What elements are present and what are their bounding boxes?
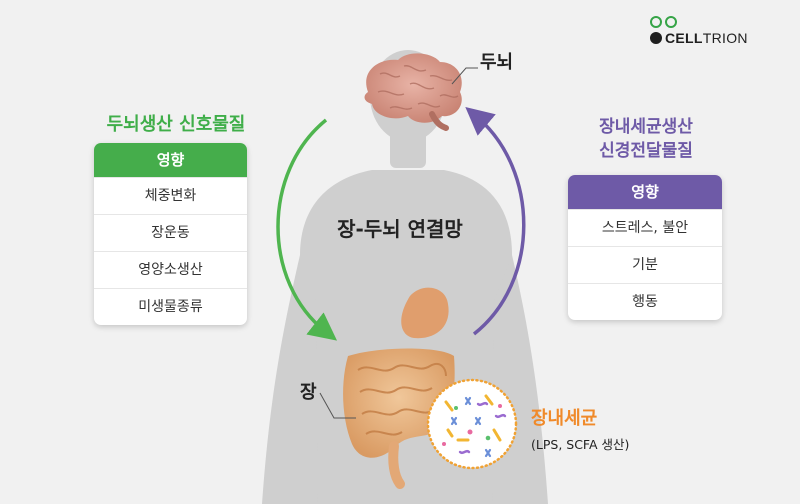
brain-illustration xyxy=(364,53,462,131)
logo-rings xyxy=(650,16,782,28)
microbe-label: 장내세균 xyxy=(531,408,598,429)
left-card-header: 영향 xyxy=(94,143,247,177)
bacteria-circle xyxy=(426,378,518,470)
brain-label: 두뇌 xyxy=(480,52,514,73)
right-card-item: 스트레스, 불안 xyxy=(568,209,722,246)
logo-ring-icon xyxy=(665,16,677,28)
right-panel-title-line: 신경전달물질 xyxy=(599,141,693,161)
right-card-header: 영향 xyxy=(568,175,722,209)
microbe-sublabel: (LPS, SCFA 생산) xyxy=(531,437,630,452)
gut-pointer xyxy=(319,392,356,419)
logo-ring-icon xyxy=(650,16,662,28)
gut-to-brain-arrow xyxy=(465,106,526,336)
logo-text-light: TRION xyxy=(702,30,748,46)
right-panel-title-line: 장내세균생산 xyxy=(599,117,693,137)
right-panel-title: 장내세균생산 신경전달물질 xyxy=(568,115,724,163)
gut-label: 장 xyxy=(300,382,317,403)
left-card-item: 영양소생산 xyxy=(94,251,247,288)
left-card-item: 미생물종류 xyxy=(94,288,247,325)
logo-text-bold: CELL xyxy=(665,30,703,46)
left-card-item: 체중변화 xyxy=(94,177,247,214)
right-card-item: 기분 xyxy=(568,246,722,283)
center-title: 장-두뇌 연결망 xyxy=(337,217,463,241)
brain-to-gut-arrow xyxy=(276,118,338,341)
left-effects-card: 영향 체중변화 장운동 영양소생산 미생물종류 xyxy=(94,143,247,325)
left-panel-title: 두뇌생산 신호물질 xyxy=(106,114,246,135)
intestine-illustration xyxy=(343,287,455,489)
right-effects-card: 영향 스트레스, 불안 기분 행동 xyxy=(568,175,722,320)
logo-dot-icon xyxy=(650,32,662,44)
brain-pointer xyxy=(451,67,478,85)
right-card-item: 행동 xyxy=(568,283,722,320)
left-card-item: 장운동 xyxy=(94,214,247,251)
